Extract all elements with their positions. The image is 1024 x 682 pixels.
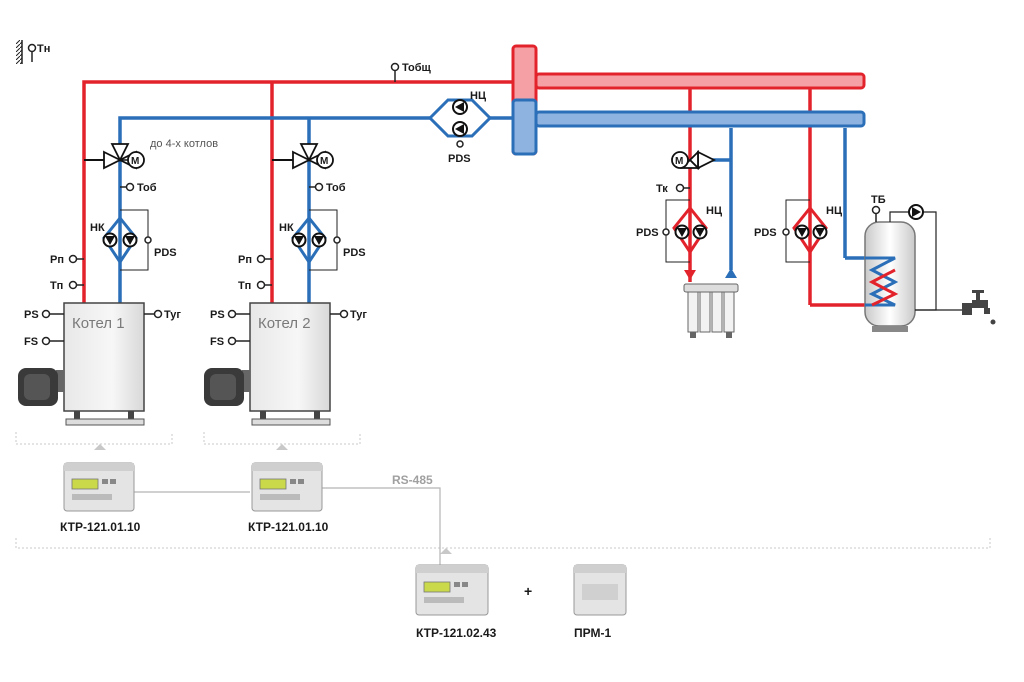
dhw-tank bbox=[864, 221, 916, 332]
pump-icon bbox=[452, 121, 468, 137]
boiler-2-ps-label: PS bbox=[210, 309, 225, 321]
header-pds-label: PDS bbox=[448, 153, 471, 165]
return-header bbox=[534, 110, 866, 128]
controller-2-label: КТР-121.01.10 bbox=[248, 520, 329, 534]
boiler-2-fs-label: FS bbox=[210, 336, 224, 348]
boiler-1-body bbox=[63, 302, 145, 412]
pump-icon bbox=[908, 204, 924, 220]
boiler-2-pressure-label: Рп bbox=[238, 254, 252, 266]
pump-icon bbox=[452, 99, 468, 115]
pump-icon bbox=[102, 232, 118, 248]
controller-2-device bbox=[251, 462, 323, 512]
boiler-2-pds-label: PDS bbox=[343, 247, 366, 259]
controller-1-device bbox=[63, 462, 135, 512]
return-pipes bbox=[118, 116, 865, 303]
boiler-1-fs-label: FS bbox=[24, 336, 38, 348]
burner-icon bbox=[18, 368, 64, 406]
bracket-arrow-icon bbox=[94, 444, 106, 450]
hydraulic-separator bbox=[511, 44, 538, 156]
pump-icon bbox=[311, 232, 327, 248]
module-label: ПРМ-1 bbox=[574, 626, 611, 640]
pump-icon bbox=[122, 232, 138, 248]
controller-3-device bbox=[415, 564, 489, 616]
boiler-1-return-sensor-label: Тоб bbox=[137, 182, 157, 194]
dhw-pump-label: НЦ bbox=[826, 205, 842, 217]
dhw-circuit: НЦ PDS ТБ bbox=[754, 194, 996, 332]
pump-icon bbox=[812, 224, 828, 240]
boiler-1-pump-label: НК bbox=[90, 222, 105, 234]
svg-text:M: M bbox=[131, 156, 139, 167]
three-way-valve-icon: M bbox=[84, 143, 145, 170]
svg-text:M: M bbox=[675, 156, 683, 167]
heating-circuit: M Тк НЦ PDS bbox=[636, 149, 739, 338]
common-sensor: Тобщ bbox=[390, 62, 432, 82]
common-sensor-label: Тобщ bbox=[402, 62, 432, 74]
boiler-2-group: M Тоб НК PDS Рп Тп Котел 2 bbox=[204, 143, 367, 426]
boiler-2-body bbox=[249, 302, 331, 412]
boiler-2-temp-label: Тп bbox=[238, 280, 251, 292]
module-device bbox=[573, 564, 627, 616]
outdoor-sensor-label: Тн bbox=[37, 43, 50, 55]
controller-3-label: КТР-121.02.43 bbox=[416, 626, 497, 640]
controller-1-label: КТР-121.01.10 bbox=[60, 520, 141, 534]
boiler-1-pressure-label: Рп bbox=[50, 254, 64, 266]
pump-icon bbox=[674, 224, 690, 240]
header-pump-label: НЦ bbox=[470, 90, 486, 102]
radiator-icon bbox=[683, 283, 739, 338]
svg-text:M: M bbox=[320, 156, 328, 167]
boiler-2-flue-label: Туг bbox=[350, 309, 367, 321]
burner-icon bbox=[204, 368, 250, 406]
pump-icon bbox=[794, 224, 810, 240]
header-pump-group: НЦ PDS bbox=[427, 90, 493, 165]
bracket-arrow-icon bbox=[276, 444, 288, 450]
heating-pump-label: НЦ bbox=[706, 205, 722, 217]
three-way-valve-icon: M bbox=[272, 143, 334, 170]
tank-sensor-label: ТБ bbox=[871, 194, 886, 206]
bus-label: RS-485 bbox=[392, 473, 433, 487]
dhw-pds-label: PDS bbox=[754, 227, 777, 239]
max-boilers-note: до 4-х котлов bbox=[150, 138, 218, 150]
boiler-1-flue-label: Туг bbox=[164, 309, 181, 321]
boiler-1-group: M до 4-х котлов Тоб НК PDS Рп Тп Котел 1 bbox=[18, 138, 218, 426]
boiler-2-label: Котел 2 bbox=[258, 315, 311, 332]
pump-icon bbox=[291, 232, 307, 248]
boiler-1-label: Котел 1 bbox=[72, 315, 125, 332]
boiler-1-ps-label: PS bbox=[24, 309, 39, 321]
circuit-sensor-label: Тк bbox=[656, 183, 668, 195]
boiler-1-pds-label: PDS bbox=[154, 247, 177, 259]
supply-header bbox=[534, 72, 866, 90]
bracket-arrow-icon bbox=[440, 548, 452, 554]
grouping-brackets bbox=[15, 432, 991, 549]
boiler-1-temp-label: Тп bbox=[50, 280, 63, 292]
heating-pds-label: PDS bbox=[636, 227, 659, 239]
faucet-icon bbox=[915, 290, 996, 325]
plus-sign: + bbox=[524, 583, 532, 599]
rs485-bus bbox=[134, 487, 441, 565]
boiler-2-return-sensor-label: Тоб bbox=[326, 182, 346, 194]
three-way-valve-icon: M bbox=[671, 149, 717, 171]
pump-icon bbox=[692, 224, 708, 240]
outdoor-sensor: Тн bbox=[16, 40, 50, 64]
boiler-2-pump-label: НК bbox=[279, 222, 294, 234]
